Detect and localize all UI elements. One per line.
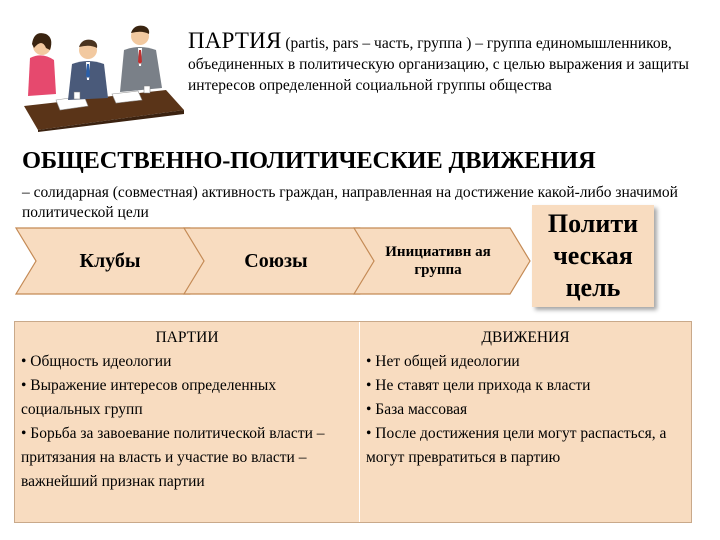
parties-column: ПАРТИИ • Общность идеологии • Выражение … [15,322,360,522]
political-goal-box: Полити ческая цель [532,205,654,307]
movements-item: • Нет общей идеологии [366,353,520,370]
movements-header: ДВИЖЕНИЯ [481,329,570,346]
arrow-label-unions: Союзы [244,249,308,272]
comparison-table: ПАРТИИ • Общность идеологии • Выражение … [14,321,692,523]
business-meeting-icon [24,25,184,132]
parties-item: • Выражение интересов определенных социа… [21,377,277,418]
movements-title: ОБЩЕСТВЕННО-ПОЛИТИЧЕСКИЕ ДВИЖЕНИЯ [22,147,596,174]
party-title: ПАРТИЯ [188,28,282,53]
arrow-label-clubs: Клубы [79,249,141,272]
movements-column: ДВИЖЕНИЯ • Нет общей идеологии • Не став… [360,322,691,522]
movements-item: • Не ставят цели прихода к власти [366,377,591,394]
movements-item: • После достижения цели могут распасться… [366,425,667,466]
arrow-label-initiative-group: Инициативн ая группа [385,244,491,278]
chevron-initiative-shape [352,227,531,295]
parties-item: • Борьба за завоевание политической влас… [21,425,325,490]
party-definition: (partis, pars – часть, группа ) – группа… [188,35,689,94]
movements-item: • База массовая [366,401,468,418]
party-definition-block: ПАРТИЯ (partis, pars – часть, группа ) –… [188,28,708,96]
parties-item: • Общность идеологии [21,353,172,370]
movements-definition: – солидарная (совместная) активность гра… [22,184,678,221]
parties-header: ПАРТИИ [155,329,219,346]
chevron-arrows [14,227,531,295]
